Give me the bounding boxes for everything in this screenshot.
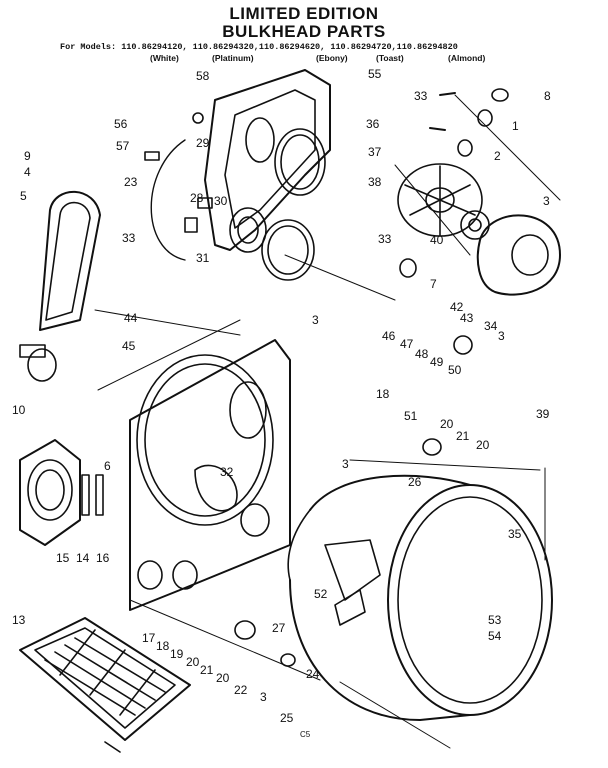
- diagram-code: C5: [300, 730, 311, 739]
- callout-22: 22: [234, 683, 248, 697]
- callout-48: 48: [415, 347, 429, 361]
- toe-grille: [19, 617, 191, 753]
- callout-46: 46: [382, 329, 396, 343]
- callout-47: 47: [400, 337, 414, 351]
- callout-39: 39: [536, 407, 550, 421]
- callout-51: 51: [404, 409, 418, 423]
- callout-33: 33: [414, 89, 428, 103]
- callout-6: 6: [104, 459, 111, 473]
- blower-housing: [460, 210, 561, 296]
- callout-25: 25: [280, 711, 294, 725]
- callout-17: 17: [142, 631, 156, 645]
- top-bulkhead-bracket: [204, 69, 331, 253]
- callout-55: 55: [368, 67, 382, 81]
- dryer-drum: [287, 474, 553, 721]
- callout-3: 3: [543, 194, 550, 208]
- callout-4: 4: [24, 165, 31, 179]
- callout-20: 20: [216, 671, 230, 685]
- callout-53: 53: [488, 613, 502, 627]
- callout-37: 37: [368, 145, 382, 159]
- callout-5: 5: [20, 189, 27, 203]
- callout-16: 16: [96, 551, 110, 565]
- callout-52: 52: [314, 587, 328, 601]
- callout-3: 3: [342, 457, 349, 471]
- callout-19: 19: [170, 647, 184, 661]
- callout-18: 18: [376, 387, 390, 401]
- callout-24: 24: [306, 667, 320, 681]
- callout-14: 14: [76, 551, 90, 565]
- callout-45: 45: [122, 339, 136, 353]
- callout-54: 54: [488, 629, 502, 643]
- callout-20: 20: [440, 417, 454, 431]
- callout-21: 21: [456, 429, 470, 443]
- front-bulkhead: [129, 339, 291, 611]
- color-variant-platinum: (Platinum): [212, 53, 254, 63]
- callout-3: 3: [312, 313, 319, 327]
- callout-27: 27: [272, 621, 286, 635]
- callout-42: 42: [450, 300, 464, 314]
- callout-7: 7: [430, 277, 437, 291]
- callout-34: 34: [484, 319, 498, 333]
- callout-57: 57: [116, 139, 130, 153]
- color-variant-white: (White): [150, 53, 179, 63]
- callout-44: 44: [124, 311, 138, 325]
- callout-26: 26: [408, 475, 422, 489]
- callout-33: 33: [122, 231, 136, 245]
- heater-assembly: [19, 439, 81, 546]
- callout-2: 2: [494, 149, 501, 163]
- callout-8: 8: [544, 89, 551, 103]
- color-variant-toast: (Toast): [376, 53, 404, 63]
- callout-3: 3: [260, 690, 267, 704]
- callout-3: 3: [498, 329, 505, 343]
- blower-wheel: [397, 163, 483, 237]
- callout-21: 21: [200, 663, 214, 677]
- callout-43: 43: [460, 311, 474, 325]
- callout-10: 10: [12, 403, 26, 417]
- callout-20: 20: [186, 655, 200, 669]
- callout-38: 38: [368, 175, 382, 189]
- callout-20: 20: [476, 438, 490, 452]
- callout-23: 23: [124, 175, 138, 189]
- callout-36: 36: [366, 117, 380, 131]
- diagram-subtitle: BULKHEAD PARTS: [222, 22, 386, 41]
- callout-13: 13: [12, 613, 26, 627]
- color-variant-ebony: (Ebony): [316, 53, 348, 63]
- callout-32: 32: [220, 465, 234, 479]
- callout-50: 50: [448, 363, 462, 377]
- callout-56: 56: [114, 117, 128, 131]
- callout-1: 1: [512, 119, 519, 133]
- callout-33: 33: [378, 232, 392, 246]
- callout-31: 31: [196, 251, 210, 265]
- callout-30: 30: [214, 194, 228, 208]
- callout-35: 35: [508, 527, 522, 541]
- callout-49: 49: [430, 355, 444, 369]
- color-variant-almond: (Almond): [448, 53, 486, 63]
- callout-40: 40: [430, 233, 444, 247]
- drive-belt: [39, 190, 101, 331]
- diagram-title: LIMITED EDITION: [229, 4, 379, 23]
- callout-15: 15: [56, 551, 70, 565]
- callout-29: 29: [196, 136, 210, 150]
- callout-58: 58: [196, 69, 210, 83]
- model-numbers: For Models: 110.86294120, 110.86294320,1…: [60, 42, 458, 52]
- callout-9: 9: [24, 149, 31, 163]
- callout-18: 18: [156, 639, 170, 653]
- seal-ring-36: [274, 128, 326, 196]
- callout-28: 28: [190, 191, 204, 205]
- seal-ring-38: [261, 219, 315, 281]
